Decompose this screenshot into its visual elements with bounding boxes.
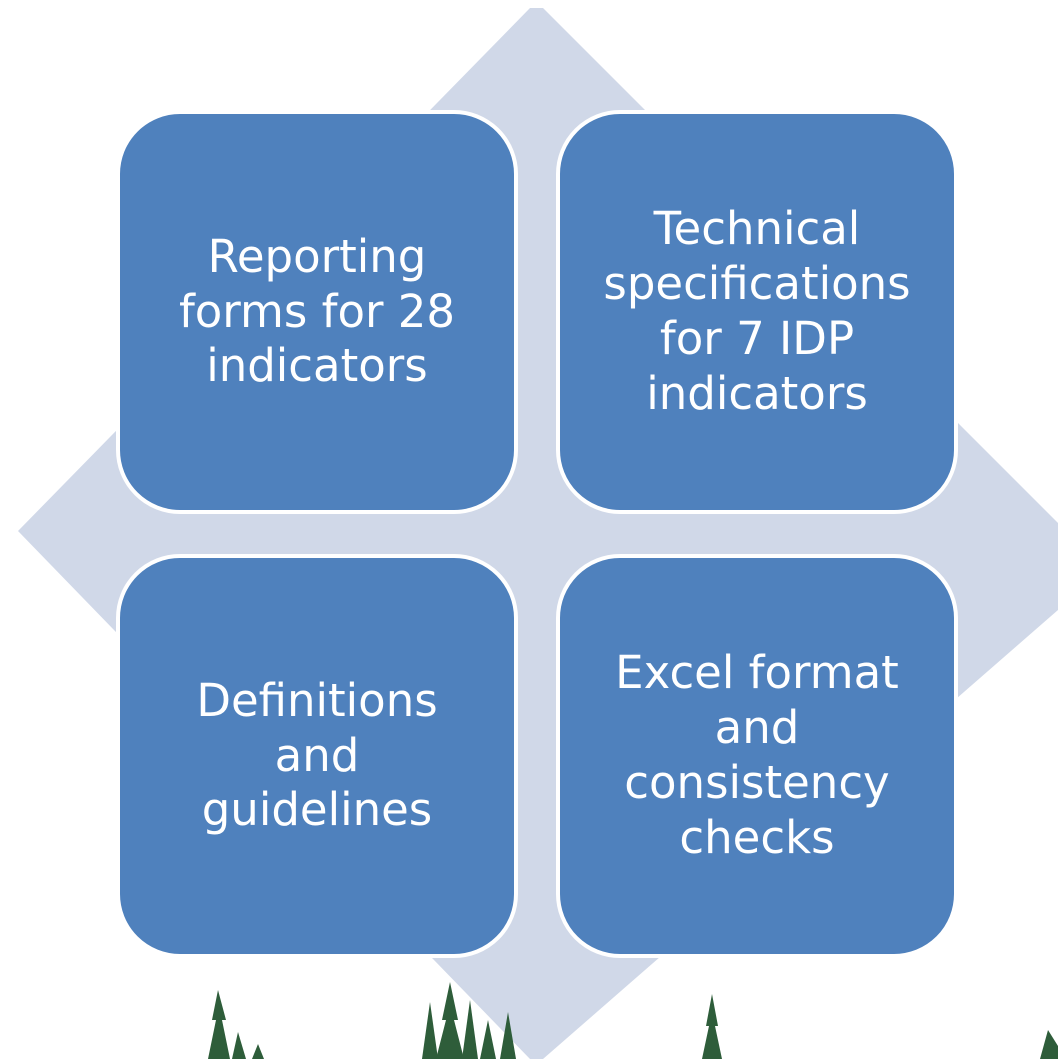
card-text-line: and xyxy=(274,728,360,782)
tree-icon xyxy=(1040,1030,1058,1059)
card-text-line: guidelines xyxy=(201,783,433,837)
tree-cluster-center xyxy=(422,982,516,1059)
card-text-line: Reporting xyxy=(207,229,427,283)
card-reporting-forms: Reporting forms for 28 indicators xyxy=(116,110,518,514)
card-text-line: Definitions xyxy=(196,673,438,727)
card-text-line: Technical xyxy=(653,202,861,256)
card-text-line: indicators xyxy=(206,339,428,393)
tree-cluster-left xyxy=(208,990,264,1059)
card-technical-specifications: Technical specifications for 7 IDP indic… xyxy=(556,110,958,514)
tree-icon xyxy=(252,1044,264,1059)
tree-icon xyxy=(462,1000,478,1059)
card-text-line: specifications xyxy=(603,257,911,311)
tree-icon xyxy=(208,990,230,1059)
card-text-line: for 7 IDP xyxy=(659,312,855,365)
tree-cluster-far-right xyxy=(1040,1030,1058,1059)
card-excel-format: Excel format and consistency checks xyxy=(556,554,958,958)
card-text-line: forms for 28 xyxy=(178,284,456,338)
tree-icon xyxy=(500,1012,516,1059)
card-definitions-guidelines: Definitions and guidelines xyxy=(116,554,518,958)
tree-icon xyxy=(480,1020,496,1059)
tree-icon xyxy=(232,1032,246,1059)
card-definitions-guidelines-text: Definitions and guidelines xyxy=(196,674,437,839)
tree-icon xyxy=(702,994,722,1059)
card-text-line: Excel format xyxy=(615,646,899,700)
card-reporting-forms-text: Reporting forms for 28 indicators xyxy=(179,230,455,395)
tree-icon xyxy=(436,982,464,1059)
card-excel-format-text: Excel format and consistency checks xyxy=(615,646,899,866)
card-text-line: and xyxy=(714,701,800,755)
card-text-line: consistency xyxy=(624,756,890,809)
tree-cluster-right xyxy=(702,994,722,1059)
card-text-line: indicators xyxy=(646,366,868,420)
card-text-line: checks xyxy=(679,810,835,864)
tree-icon xyxy=(422,1002,438,1059)
card-technical-specifications-text: Technical specifications for 7 IDP indic… xyxy=(603,202,910,422)
tree-silhouettes xyxy=(208,982,1058,1059)
